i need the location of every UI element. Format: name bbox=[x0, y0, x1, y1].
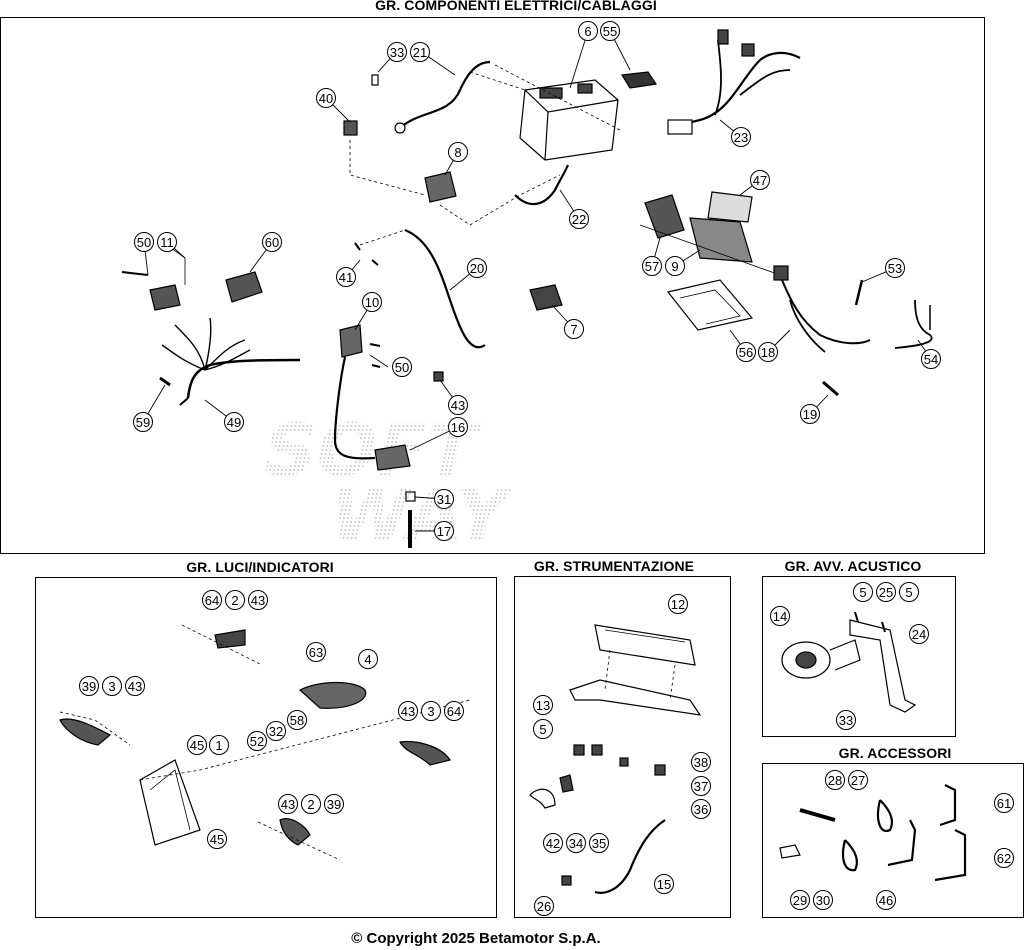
watermark-soft: SOFT bbox=[255, 409, 485, 493]
callout-41: 41 bbox=[336, 267, 356, 287]
callout-21: 21 bbox=[410, 42, 430, 62]
callout-25: 25 bbox=[876, 582, 896, 602]
callout-45: 45 bbox=[187, 735, 207, 755]
watermark-way: WAY bbox=[321, 474, 517, 558]
callout-56: 56 bbox=[736, 342, 756, 362]
section-title-horn: GR. AVV. ACUSTICO bbox=[784, 558, 922, 574]
callout-16: 16 bbox=[448, 417, 468, 437]
callout-18: 18 bbox=[758, 342, 778, 362]
callout-3: 3 bbox=[421, 701, 441, 721]
callout-33: 33 bbox=[387, 42, 407, 62]
callout-47: 47 bbox=[750, 170, 770, 190]
copyright-footer: © Copyright 2025 Betamotor S.p.A. bbox=[351, 930, 601, 947]
callout-33: 33 bbox=[836, 710, 856, 730]
section-title-lights: GR. LUCI/INDICATORI bbox=[186, 559, 334, 575]
callout-20: 20 bbox=[467, 258, 487, 278]
callout-62: 62 bbox=[994, 848, 1014, 868]
callout-49: 49 bbox=[224, 412, 244, 432]
callout-30: 30 bbox=[813, 890, 833, 910]
battery-drawing bbox=[519, 79, 619, 161]
callout-11: 11 bbox=[157, 232, 177, 252]
callout-50: 50 bbox=[134, 232, 154, 252]
callout-55: 55 bbox=[600, 21, 620, 41]
callout-27: 27 bbox=[848, 770, 868, 790]
callout-53: 53 bbox=[885, 258, 905, 278]
callout-43: 43 bbox=[125, 676, 145, 696]
callout-10: 10 bbox=[362, 292, 382, 312]
callout-9: 9 bbox=[665, 256, 685, 276]
instruments-panel bbox=[514, 576, 731, 918]
horn-panel bbox=[762, 576, 956, 737]
callout-35: 35 bbox=[589, 833, 609, 853]
callout-5: 5 bbox=[899, 582, 919, 602]
callout-46: 46 bbox=[876, 890, 896, 910]
callout-8: 8 bbox=[448, 142, 468, 162]
callout-39: 39 bbox=[79, 676, 99, 696]
section-title-accessories: GR. ACCESSORI bbox=[838, 745, 952, 761]
callout-64: 64 bbox=[202, 590, 222, 610]
callout-1: 1 bbox=[209, 735, 229, 755]
callout-34: 34 bbox=[566, 833, 586, 853]
callout-50b: 50 bbox=[392, 357, 412, 377]
callout-5: 5 bbox=[853, 582, 873, 602]
callout-42: 42 bbox=[543, 833, 563, 853]
callout-28: 28 bbox=[825, 770, 845, 790]
callout-32: 32 bbox=[266, 721, 286, 741]
callout-58: 58 bbox=[287, 710, 307, 730]
callout-23: 23 bbox=[731, 127, 751, 147]
callout-63: 63 bbox=[306, 642, 326, 662]
callout-39: 39 bbox=[324, 794, 344, 814]
callout-15: 15 bbox=[654, 874, 674, 894]
callout-52: 52 bbox=[247, 731, 267, 751]
callout-37: 37 bbox=[691, 776, 711, 796]
callout-54: 54 bbox=[921, 349, 941, 369]
callout-60: 60 bbox=[262, 232, 282, 252]
callout-38: 38 bbox=[691, 752, 711, 772]
callout-45: 45 bbox=[207, 829, 227, 849]
callout-14: 14 bbox=[770, 606, 790, 626]
callout-59: 59 bbox=[133, 412, 153, 432]
callout-24: 24 bbox=[909, 624, 929, 644]
callout-31: 31 bbox=[434, 489, 454, 509]
callout-22: 22 bbox=[569, 209, 589, 229]
lights-panel bbox=[35, 577, 497, 918]
callout-43: 43 bbox=[248, 590, 268, 610]
callout-36: 36 bbox=[691, 799, 711, 819]
callout-19: 19 bbox=[800, 404, 820, 424]
callout-57: 57 bbox=[642, 256, 662, 276]
section-title-instruments: GR. STRUMENTAZIONE bbox=[533, 558, 695, 574]
callout-64: 64 bbox=[444, 701, 464, 721]
callout-43: 43 bbox=[448, 395, 468, 415]
callout-3: 3 bbox=[102, 676, 122, 696]
callout-29: 29 bbox=[790, 890, 810, 910]
callout-5: 5 bbox=[533, 719, 553, 739]
callout-17: 17 bbox=[434, 521, 454, 541]
callout-7: 7 bbox=[564, 319, 584, 339]
callout-26: 26 bbox=[534, 896, 554, 916]
callout-61: 61 bbox=[994, 793, 1014, 813]
callout-6: 6 bbox=[578, 21, 598, 41]
callout-13: 13 bbox=[533, 695, 553, 715]
callout-43: 43 bbox=[278, 794, 298, 814]
callout-40: 40 bbox=[316, 88, 336, 108]
callout-12: 12 bbox=[668, 594, 688, 614]
callout-43: 43 bbox=[398, 701, 418, 721]
section-title-electrical: GR. COMPONENTI ELETTRICI/CABLAGGI bbox=[375, 0, 657, 13]
callout-2: 2 bbox=[225, 590, 245, 610]
callout-4: 4 bbox=[358, 649, 378, 669]
electrical-panel bbox=[0, 17, 985, 554]
callout-2: 2 bbox=[301, 794, 321, 814]
